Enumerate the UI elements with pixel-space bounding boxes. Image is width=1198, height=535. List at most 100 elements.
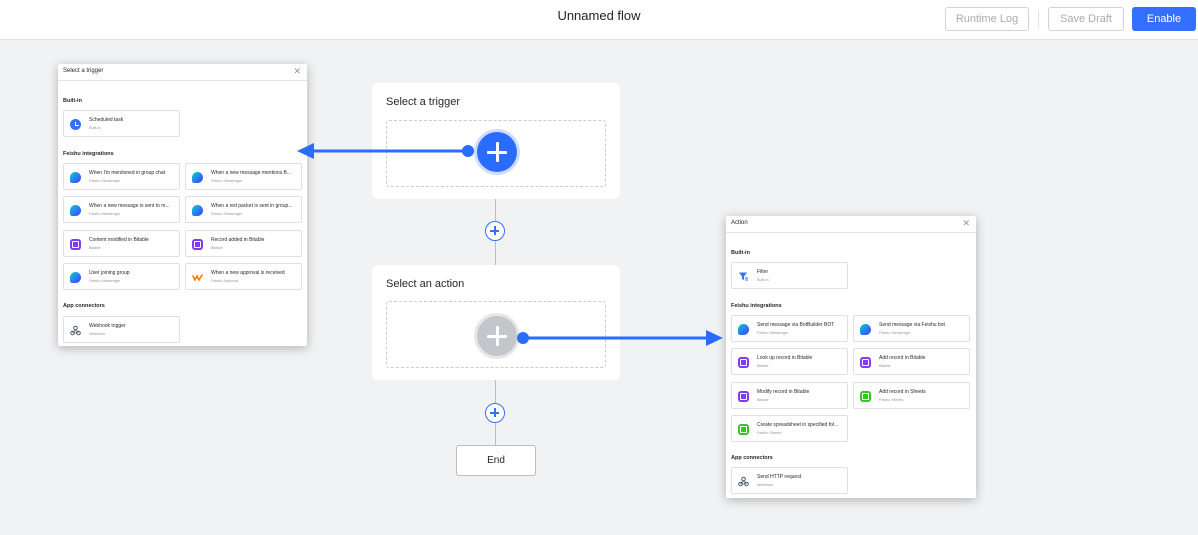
section-builtin: Built-in [731, 250, 750, 256]
item-source: Built-in [89, 126, 101, 130]
action-item[interactable]: Modify record in Bitable Bitable [731, 382, 848, 409]
action-item[interactable]: Create spreadsheet in specified fol... F… [731, 415, 848, 442]
item-label: Content modified in Bitable [89, 237, 149, 243]
action-node[interactable]: Select an action [372, 265, 620, 380]
bitable-icon [192, 239, 203, 250]
trigger-item[interactable]: When a new approval is received Feishu A… [185, 263, 302, 290]
trigger-item[interactable]: Content modified in Bitable Bitable [63, 230, 180, 257]
item-source: Bitable [89, 246, 101, 250]
action-drop-zone[interactable] [386, 301, 606, 368]
messenger-icon [192, 172, 203, 183]
item-source: Built-in [757, 278, 769, 282]
flow-title[interactable]: Unnamed flow [557, 8, 641, 23]
sheets-icon [860, 391, 871, 402]
item-label: Webhook trigger [89, 323, 126, 329]
section-builtin: Built-in [63, 98, 82, 104]
section-connectors: App connectors [63, 303, 105, 309]
trigger-drop-zone[interactable] [386, 120, 606, 187]
item-label: When a red packet is sent in group... [211, 203, 293, 209]
bitable-icon [860, 357, 871, 368]
webhook-icon [70, 325, 81, 336]
item-label: Add record in Bitable [879, 355, 926, 361]
action-item[interactable]: Look up record in Bitable Bitable [731, 348, 848, 375]
item-source: Feishu Messenger [757, 331, 789, 335]
end-node: End [456, 445, 536, 476]
trigger-item[interactable]: When a new message is sent to m... Feish… [63, 196, 180, 223]
trigger-node-title: Select a trigger [386, 96, 460, 108]
item-source: Webhook [757, 483, 773, 487]
filter-icon [738, 271, 749, 282]
action-item[interactable]: Add record in Bitable Bitable [853, 348, 970, 375]
action-panel: Action ✕ Built-in Filter Built-in Feishu… [726, 216, 976, 498]
trigger-item[interactable]: Scheduled task Built-in [63, 110, 180, 137]
section-connectors: App connectors [731, 455, 773, 461]
bitable-icon [70, 239, 81, 250]
top-bar: Unnamed flow Runtime Log Save Draft Enab… [0, 0, 1198, 40]
insert-step-plus-icon[interactable] [485, 221, 505, 241]
item-label: Send message via BotBuilder BOT [757, 322, 835, 328]
section-integrations: Feishu integrations [63, 151, 114, 157]
enable-button[interactable]: Enable [1132, 7, 1196, 31]
item-label: Add record in Sheets [879, 389, 926, 395]
close-icon[interactable]: ✕ [293, 66, 301, 76]
item-label: When a new approval is received [211, 270, 285, 276]
bitable-icon [738, 391, 749, 402]
trigger-panel-title: Select a trigger [63, 68, 104, 74]
header-divider [1038, 10, 1039, 27]
item-source: Feishu Messenger [211, 179, 243, 183]
action-item[interactable]: Send HTTP request Webhook [731, 467, 848, 494]
action-item[interactable]: Send message via BotBuilder BOT Feishu M… [731, 315, 848, 342]
messenger-icon [70, 205, 81, 216]
trigger-item[interactable]: Webhook trigger Webhook [63, 316, 180, 343]
messenger-icon [738, 324, 749, 335]
item-source: Bitable [757, 398, 769, 402]
trigger-item[interactable]: Record added in Bitable Bitable [185, 230, 302, 257]
item-label: When a new message mentions B... [211, 170, 292, 176]
trigger-panel: Select a trigger ✕ Built-in Scheduled ta… [58, 64, 307, 346]
item-source: Feishu Messenger [89, 179, 121, 183]
action-node-title: Select an action [386, 278, 465, 290]
clock-icon [70, 119, 81, 130]
item-source: Feishu Sheets [879, 398, 904, 402]
trigger-item[interactable]: When a red packet is sent in group... Fe… [185, 196, 302, 223]
runtime-log-button[interactable]: Runtime Log [945, 7, 1029, 31]
item-label: Look up record in Bitable [757, 355, 813, 361]
trigger-item[interactable]: When a new message mentions B... Feishu … [185, 163, 302, 190]
add-trigger-plus-icon[interactable] [477, 132, 517, 172]
item-source: Bitable [211, 246, 223, 250]
item-source: Bitable [757, 364, 769, 368]
item-label: Send HTTP request [757, 474, 802, 480]
messenger-icon [860, 324, 871, 335]
trigger-item[interactable]: User joining group Feishu Messenger [63, 263, 180, 290]
item-source: Feishu Messenger [89, 279, 121, 283]
save-draft-button[interactable]: Save Draft [1048, 7, 1124, 31]
webhook-icon [738, 476, 749, 487]
sheets-icon [738, 424, 749, 435]
item-label: User joining group [89, 270, 130, 276]
item-source: Feishu Messenger [89, 212, 121, 216]
add-action-plus-icon[interactable] [477, 316, 517, 356]
item-label: Filter [757, 269, 769, 275]
item-label: Record added in Bitable [211, 237, 265, 243]
trigger-panel-header: Select a trigger ✕ [58, 64, 307, 81]
approval-icon [192, 272, 203, 283]
action-item[interactable]: Add record in Sheets Feishu Sheets [853, 382, 970, 409]
bitable-icon [738, 357, 749, 368]
item-source: Feishu Sheets [757, 431, 782, 435]
action-item[interactable]: Filter Built-in [731, 262, 848, 289]
close-icon[interactable]: ✕ [962, 218, 970, 228]
item-source: Bitable [879, 364, 891, 368]
action-item[interactable]: Send message via Feishu bot Feishu Messe… [853, 315, 970, 342]
item-source: Feishu Approval [211, 279, 239, 283]
item-label: Modify record in Bitable [757, 389, 810, 395]
item-label: Scheduled task [89, 117, 124, 123]
trigger-item[interactable]: When I'm mentioned in group chat Feishu … [63, 163, 180, 190]
messenger-icon [192, 205, 203, 216]
item-label: Create spreadsheet in specified fol... [757, 422, 839, 428]
item-label: When I'm mentioned in group chat [89, 170, 165, 176]
item-source: Feishu Messenger [211, 212, 243, 216]
messenger-icon [70, 272, 81, 283]
insert-step-plus-icon[interactable] [485, 403, 505, 423]
section-integrations: Feishu integrations [731, 303, 782, 309]
item-label: Send message via Feishu bot [879, 322, 945, 328]
